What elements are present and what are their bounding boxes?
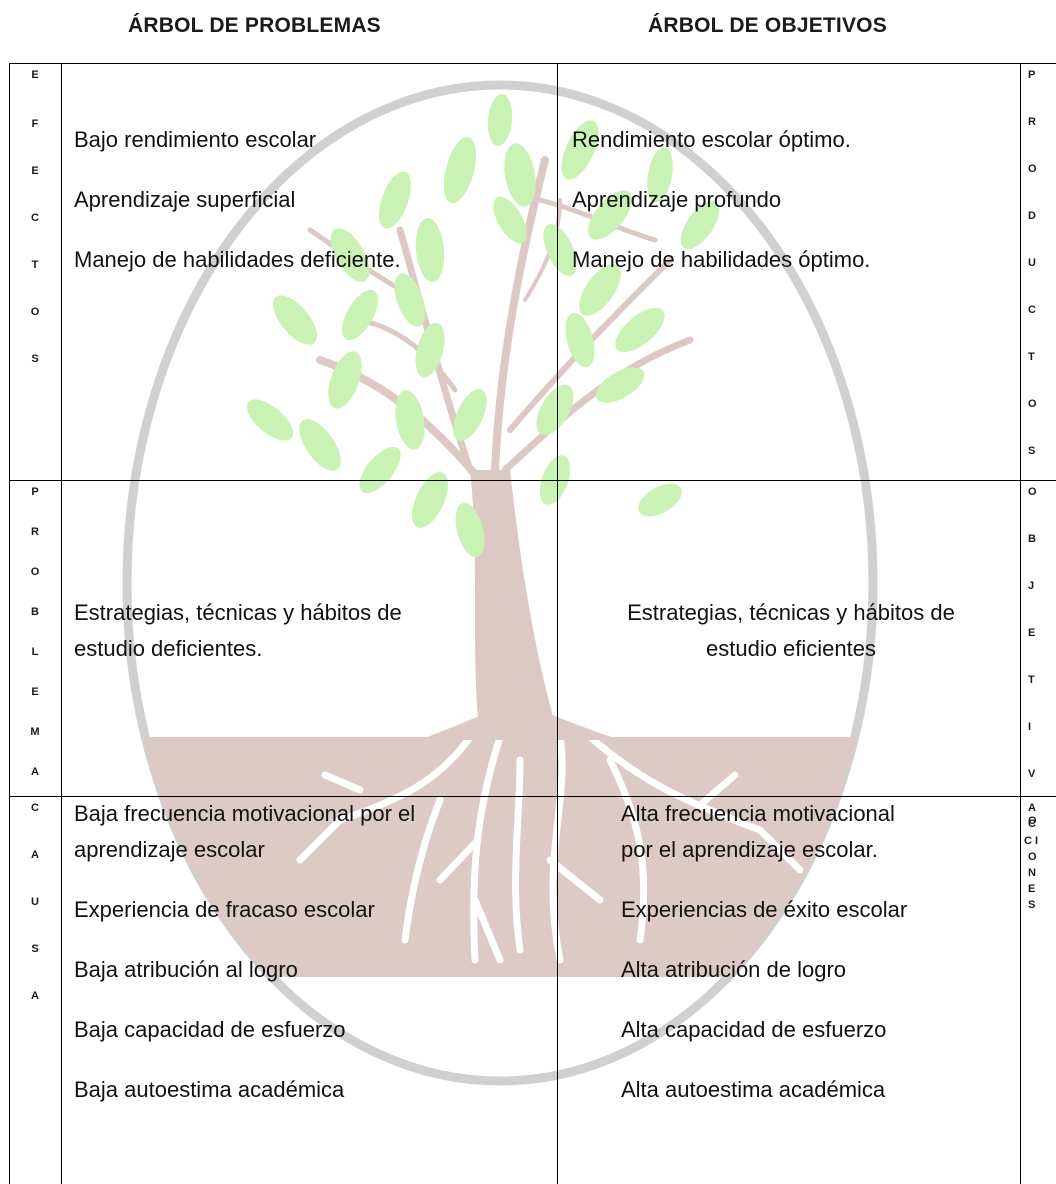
list-item: Alta autoestima académica (621, 1077, 886, 1102)
list-item: Rendimiento escolar óptimo. (572, 127, 851, 152)
list-item: Baja capacidad de esfuerzo (74, 1017, 346, 1042)
list-item: Estrategias, técnicas y hábitos de (74, 600, 402, 625)
list-item: estudio eficientes (706, 636, 876, 661)
ground-band (125, 737, 875, 977)
objective-tree-heading: ÁRBOL DE OBJETIVOS (648, 14, 887, 37)
list-item: por el aprendizaje escolar. (621, 837, 878, 862)
list-item: Bajo rendimiento escolar (74, 127, 317, 152)
list-item: Aprendizaje superficial (74, 187, 296, 212)
tree-comparison-table: E F E C T O S P R O B L E M A C A U S A … (9, 63, 1056, 1184)
list-item: Experiencias de éxito escolar (621, 897, 908, 922)
list-item: Baja frecuencia motivacional por el (74, 801, 416, 826)
list-item: Experiencia de fracaso escolar (74, 897, 375, 922)
list-item: Aprendizaje profundo (572, 187, 782, 212)
problem-tree-heading: ÁRBOL DE PROBLEMAS (128, 14, 381, 37)
list-item: Estrategias, técnicas y hábitos de (627, 600, 955, 625)
list-item: estudio deficientes. (74, 636, 263, 661)
list-item: Alta frecuencia motivacional (621, 801, 895, 826)
list-item: Manejo de habilidades deficiente. (74, 247, 401, 272)
list-item: aprendizaje escolar (74, 837, 265, 862)
list-item: Alta atribución de logro (621, 957, 847, 982)
oval-outline (122, 80, 878, 1086)
list-item: Baja autoestima académica (74, 1077, 345, 1102)
list-item: Manejo de habilidades óptimo. (572, 247, 871, 272)
list-item: Alta capacidad de esfuerzo (621, 1017, 887, 1042)
list-item: Baja atribución al logro (74, 957, 298, 982)
leaves (246, 94, 720, 558)
roots (296, 733, 804, 964)
